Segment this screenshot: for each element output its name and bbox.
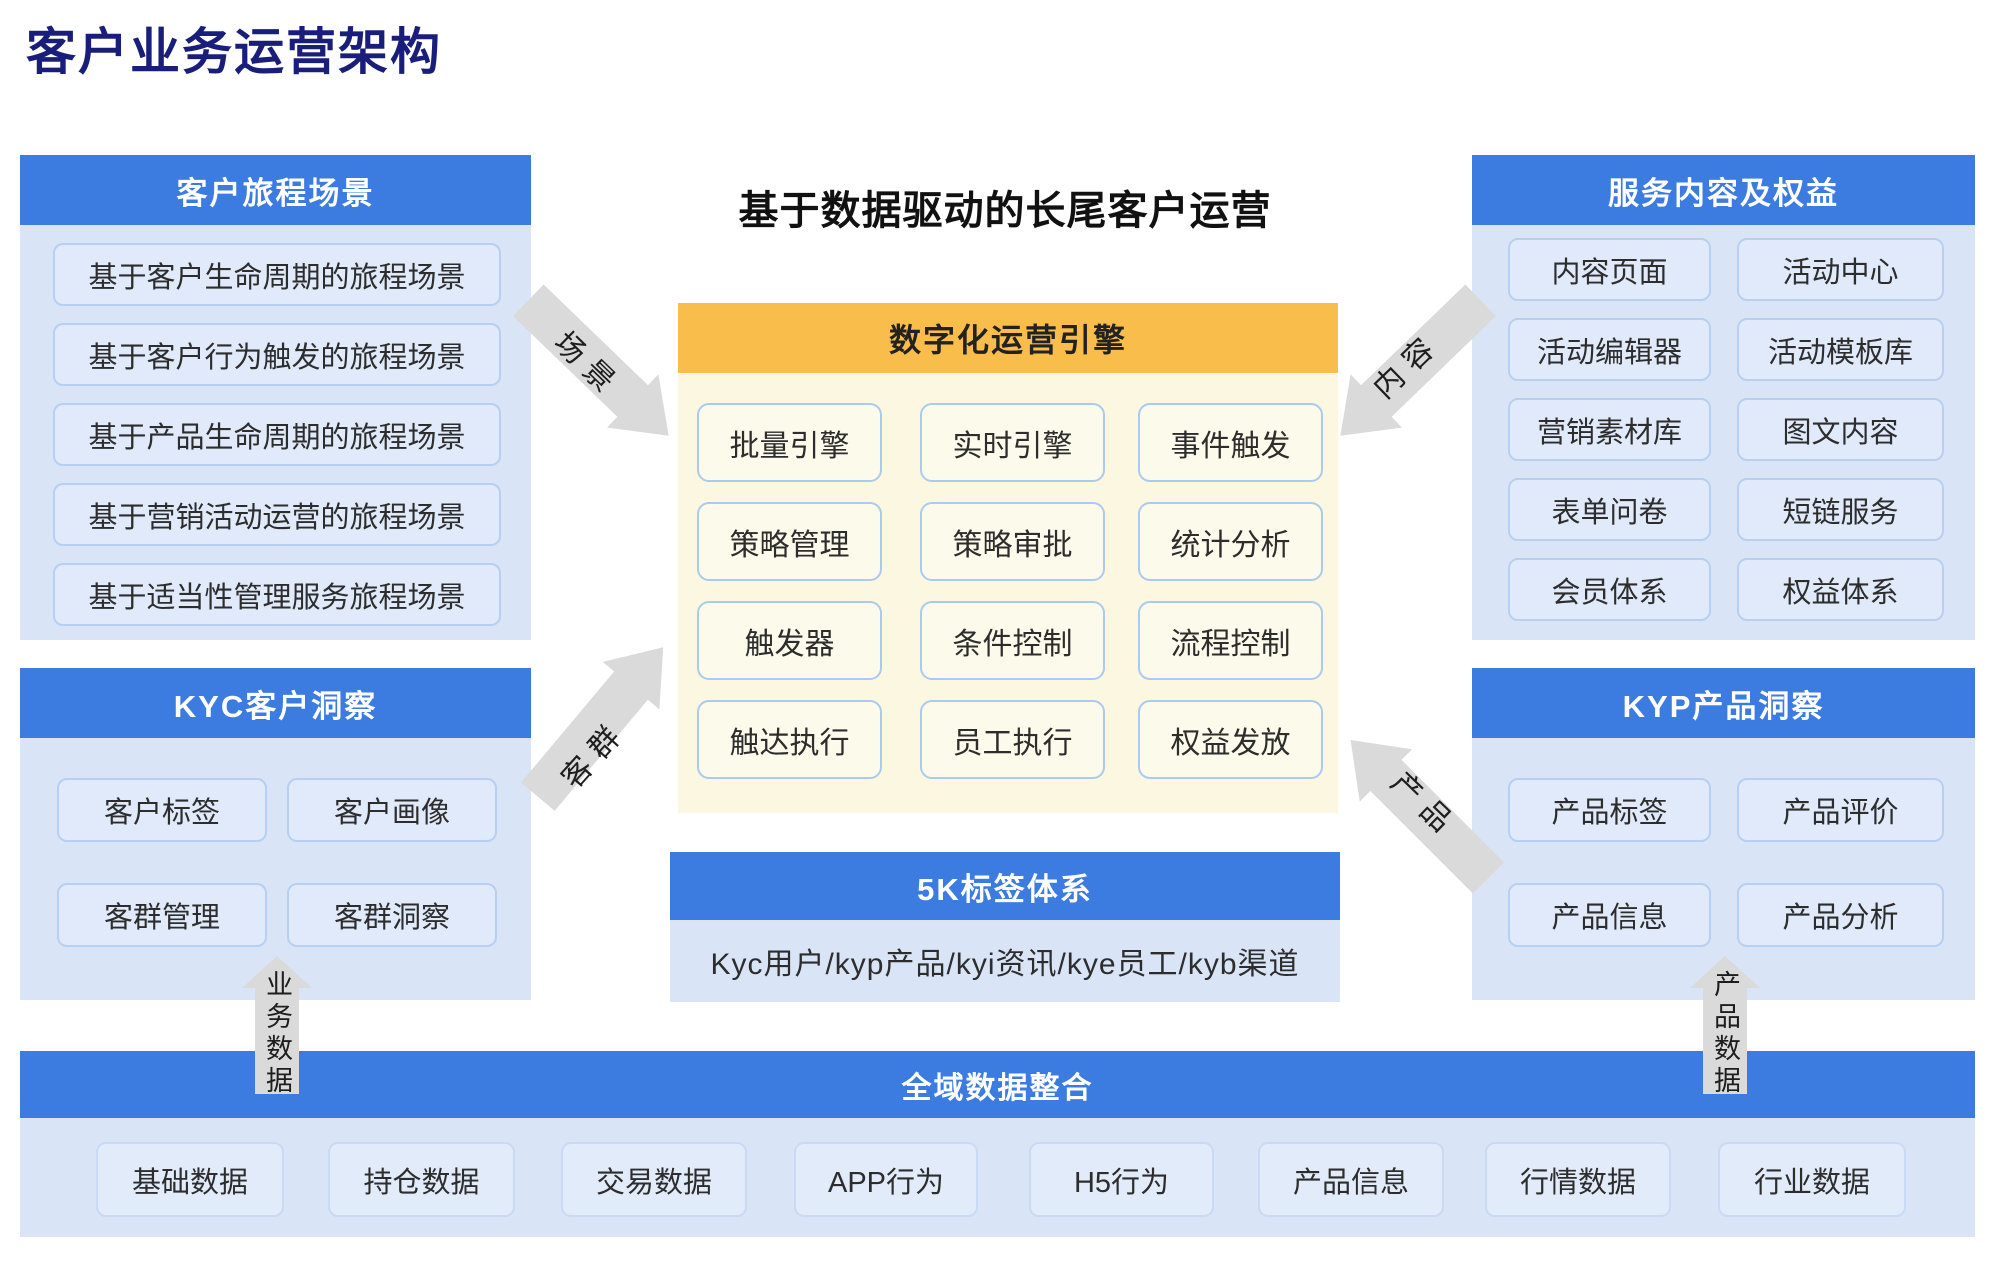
service-item: 活动编辑器 bbox=[1508, 318, 1711, 381]
kyp-item: 产品分析 bbox=[1737, 883, 1944, 947]
engine-item: 条件控制 bbox=[920, 601, 1105, 680]
segment-arrow bbox=[520, 647, 664, 811]
data-source-item: 行情数据 bbox=[1485, 1142, 1671, 1217]
journey-item: 基于客户行为触发的旅程场景 bbox=[53, 323, 501, 386]
service-panel-header: 服务内容及权益 bbox=[1472, 155, 1975, 225]
service-item: 权益体系 bbox=[1737, 558, 1944, 621]
tag-system-header: 5K标签体系 bbox=[670, 852, 1340, 920]
journey-panel-header: 客户旅程场景 bbox=[20, 155, 531, 225]
engine-item: 触达执行 bbox=[697, 700, 882, 779]
product-arrow bbox=[1350, 740, 1504, 894]
kyp-item: 产品标签 bbox=[1508, 778, 1711, 842]
product-data-arrow bbox=[1690, 956, 1760, 1094]
journey-item: 基于产品生命周期的旅程场景 bbox=[53, 403, 501, 466]
service-item: 营销素材库 bbox=[1508, 398, 1711, 461]
kyc-item: 客群洞察 bbox=[287, 883, 497, 947]
tag-system-body: Kyc用户/kyp产品/kyi资讯/kye员工/kyb渠道 bbox=[670, 920, 1340, 1002]
page-title: 客户业务运营架构 bbox=[26, 24, 442, 80]
journey-item: 基于适当性管理服务旅程场景 bbox=[53, 563, 501, 626]
center-headline: 基于数据驱动的长尾客户运营 bbox=[738, 189, 1272, 233]
data-source-item: 产品信息 bbox=[1258, 1142, 1444, 1217]
data-integration-header: 全域数据整合 bbox=[20, 1051, 1975, 1118]
service-item: 活动模板库 bbox=[1737, 318, 1944, 381]
data-source-item: H5行为 bbox=[1029, 1142, 1214, 1217]
engine-item: 策略审批 bbox=[920, 502, 1105, 581]
kyc-item: 客户画像 bbox=[287, 778, 497, 842]
kyp-item: 产品信息 bbox=[1508, 883, 1711, 947]
kyp-panel-header: KYP产品洞察 bbox=[1472, 668, 1975, 738]
engine-item: 员工执行 bbox=[920, 700, 1105, 779]
business-data-arrow bbox=[242, 956, 312, 1094]
engine-item: 统计分析 bbox=[1138, 502, 1323, 581]
kyc-item: 客群管理 bbox=[57, 883, 267, 947]
service-item: 短链服务 bbox=[1737, 478, 1944, 541]
engine-item: 策略管理 bbox=[697, 502, 882, 581]
journey-item: 基于营销活动运营的旅程场景 bbox=[53, 483, 501, 546]
engine-header: 数字化运营引擎 bbox=[678, 303, 1338, 373]
data-source-item: APP行为 bbox=[794, 1142, 978, 1217]
data-integration-body bbox=[20, 1118, 1975, 1237]
scene-arrow bbox=[513, 284, 669, 436]
kyp-item: 产品评价 bbox=[1737, 778, 1944, 842]
service-item: 表单问卷 bbox=[1508, 478, 1711, 541]
business-data-arrow-label: 业务数据 bbox=[262, 970, 292, 1098]
engine-item: 实时引擎 bbox=[920, 403, 1105, 482]
journey-item: 基于客户生命周期的旅程场景 bbox=[53, 243, 501, 306]
kyc-item: 客户标签 bbox=[57, 778, 267, 842]
data-source-item: 持仓数据 bbox=[328, 1142, 515, 1217]
data-source-item: 交易数据 bbox=[561, 1142, 747, 1217]
data-source-item: 行业数据 bbox=[1718, 1142, 1906, 1217]
data-source-item: 基础数据 bbox=[96, 1142, 284, 1217]
service-item: 活动中心 bbox=[1737, 238, 1944, 301]
service-item: 图文内容 bbox=[1737, 398, 1944, 461]
service-item: 会员体系 bbox=[1508, 558, 1711, 621]
engine-item: 触发器 bbox=[697, 601, 882, 680]
engine-item: 事件触发 bbox=[1138, 403, 1323, 482]
kyc-panel-header: KYC客户洞察 bbox=[20, 668, 531, 738]
product-data-arrow-label: 产品数据 bbox=[1710, 970, 1740, 1098]
engine-item: 权益发放 bbox=[1138, 700, 1323, 779]
engine-item: 流程控制 bbox=[1138, 601, 1323, 680]
engine-item: 批量引擎 bbox=[697, 403, 882, 482]
content-arrow bbox=[1340, 284, 1496, 436]
service-item: 内容页面 bbox=[1508, 238, 1711, 301]
